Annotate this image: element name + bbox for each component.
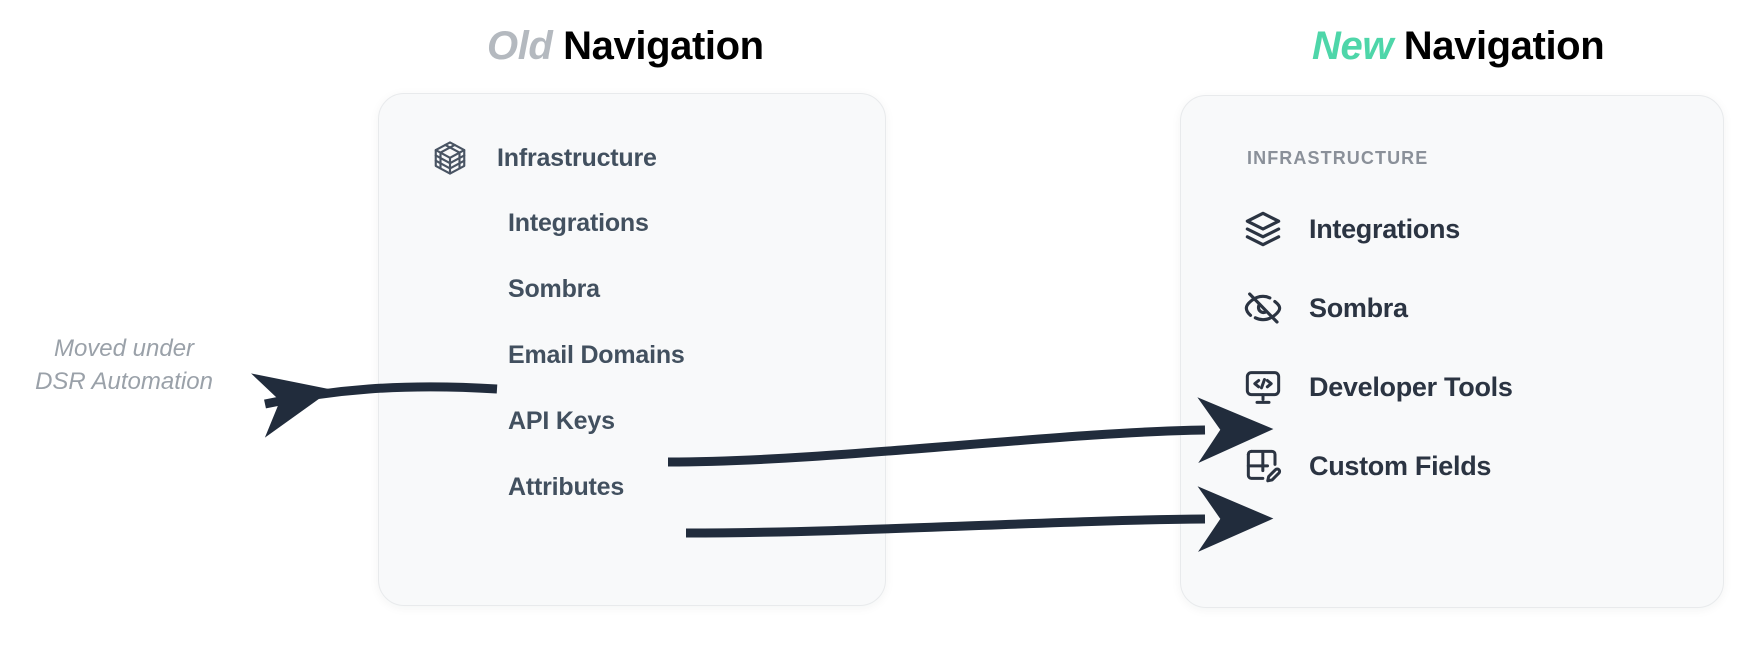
new-nav-item-label: Integrations [1309, 213, 1460, 244]
old-nav-header-infrastructure[interactable]: Infrastructure [431, 139, 657, 177]
old-nav-item-email-domains[interactable]: Email Domains [508, 341, 685, 370]
layers-icon [1243, 209, 1283, 249]
new-navigation-title: New Navigation [1312, 24, 1605, 69]
new-nav-item-label: Developer Tools [1309, 371, 1513, 402]
moved-under-note-line2: DSR Automation [35, 368, 213, 396]
new-navigation-card: INFRASTRUCTURE Integrations [1180, 95, 1724, 608]
old-nav-item-attributes[interactable]: Attributes [508, 473, 624, 502]
new-nav-item-sombra[interactable]: Sombra [1243, 288, 1408, 328]
old-nav-item-label: Email Domains [508, 341, 685, 369]
old-nav-item-label: API Keys [508, 407, 615, 435]
old-navigation-title-rest: Navigation [552, 24, 764, 68]
old-nav-item-sombra[interactable]: Sombra [508, 275, 600, 304]
new-nav-item-integrations[interactable]: Integrations [1243, 209, 1460, 249]
old-navigation-title: Old Navigation [487, 24, 764, 69]
old-nav-item-label: Sombra [508, 275, 600, 303]
cube-icon [431, 139, 469, 177]
new-nav-section-label: INFRASTRUCTURE [1247, 148, 1429, 168]
new-nav-item-developer-tools[interactable]: Developer Tools [1243, 367, 1513, 407]
moved-under-note: Moved under DSR Automation [24, 332, 224, 398]
new-nav-item-label: Sombra [1309, 292, 1408, 323]
new-nav-item-label: Custom Fields [1309, 450, 1492, 481]
moved-under-note-line1: Moved under [53, 335, 195, 362]
eye-off-icon [1243, 288, 1283, 328]
old-nav-item-label: Attributes [508, 473, 625, 501]
old-nav-item-api-keys[interactable]: API Keys [508, 407, 615, 436]
new-navigation-title-rest: Navigation [1393, 24, 1605, 68]
old-navigation-title-accent: Old [487, 24, 553, 68]
old-nav-header-label: Infrastructure [497, 143, 657, 172]
new-navigation-title-accent: New [1312, 24, 1394, 68]
code-monitor-icon [1243, 367, 1283, 407]
old-nav-item-integrations[interactable]: Integrations [508, 209, 649, 238]
new-nav-item-custom-fields[interactable]: Custom Fields [1243, 446, 1491, 486]
grid-pencil-icon [1243, 446, 1283, 486]
old-nav-item-label: Integrations [508, 209, 649, 237]
old-navigation-card: Infrastructure Integrations Sombra Email… [378, 93, 886, 606]
